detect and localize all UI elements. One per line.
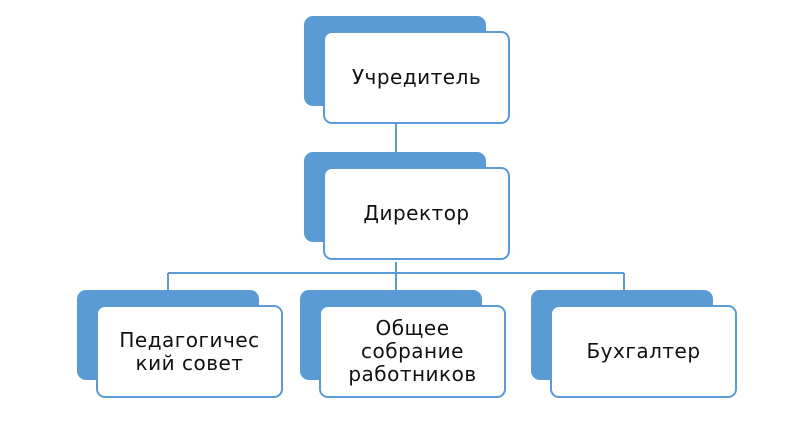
- node-director-label: Директор: [363, 201, 470, 225]
- node-accountant-label: Бухгалтер: [586, 339, 701, 363]
- node-general-meeting-box: Общее собрание работников: [319, 305, 506, 398]
- node-founder-label: Учредитель: [351, 65, 482, 89]
- node-founder-box: Учредитель: [323, 31, 510, 124]
- node-accountant: Бухгалтер: [531, 290, 737, 400]
- node-director: Директор: [304, 152, 510, 262]
- node-director-box: Директор: [323, 167, 510, 260]
- node-general-meeting: Общее собрание работников: [300, 290, 506, 400]
- node-founder: Учредитель: [304, 16, 510, 126]
- node-pedagogical-council: Педагогичес кий совет: [77, 290, 283, 400]
- node-pedagogical-council-box: Педагогичес кий совет: [96, 305, 283, 398]
- node-accountant-box: Бухгалтер: [550, 305, 737, 398]
- node-pedagogical-council-label: Педагогичес кий совет: [119, 327, 260, 375]
- node-general-meeting-label: Общее собрание работников: [348, 316, 477, 386]
